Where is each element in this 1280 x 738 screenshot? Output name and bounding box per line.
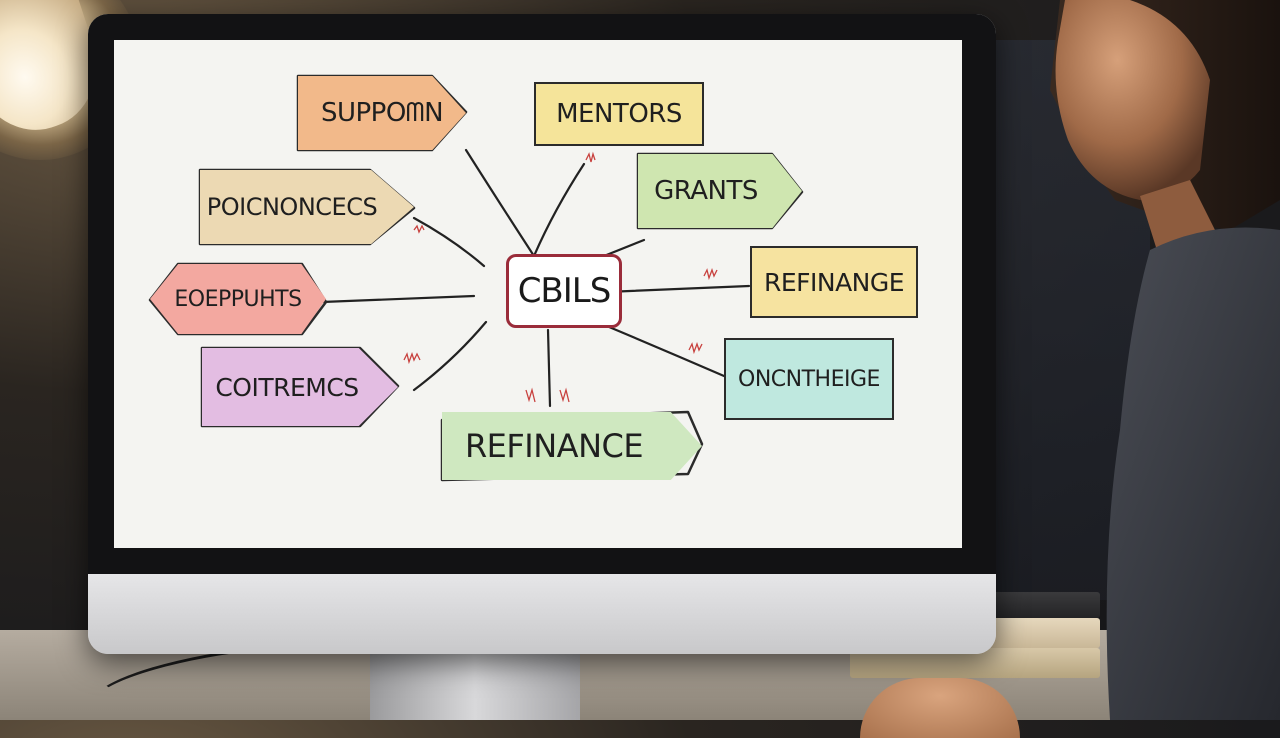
center-label: CBILS (517, 271, 612, 311)
node-grants: GRANTS (638, 154, 802, 228)
connector-line (604, 284, 751, 294)
connector-line (532, 162, 586, 258)
scribble-mark (525, 387, 536, 403)
node-label: MENTORS (556, 99, 682, 129)
node-supporn: SUPPOᗰN (298, 76, 466, 150)
node-refinance: REFINANCE (442, 412, 702, 480)
node-label: ONCNTHEIGE (738, 366, 880, 392)
connector-line (600, 322, 726, 378)
scribble-mark (403, 352, 421, 365)
node-label: REFINANCE (464, 427, 644, 465)
node-label: POICNONCECS (206, 193, 378, 221)
node-eoeppuhts: EOEPPUHTS (150, 264, 326, 334)
node-mentors: MENTORS (534, 82, 704, 146)
connector-line (320, 294, 476, 304)
connector-line (412, 216, 486, 268)
person-silhouette (1050, 0, 1280, 720)
scribble-mark (559, 387, 570, 403)
monitor-screen: SUPPOᗰN MENTORS POICNONCECS GRANTS CBILS… (114, 40, 962, 548)
node-label: SUPPOᗰN (320, 97, 444, 128)
scribble-mark (585, 151, 596, 163)
connector-line (464, 148, 536, 258)
center-node: CBILS (506, 254, 622, 328)
scribble-mark (703, 268, 718, 281)
node-label: EOEPPUHTS (174, 286, 302, 312)
node-label: GRANTS (654, 176, 758, 206)
node-label: COITREMCS (215, 372, 359, 402)
connector-line (546, 328, 552, 408)
node-label: REFINANGE (763, 267, 905, 297)
connector-line (412, 320, 488, 392)
scribble-mark (413, 224, 425, 234)
node-refinange: REFINANGE (750, 246, 918, 318)
monitor: SUPPOᗰN MENTORS POICNONCECS GRANTS CBILS… (88, 14, 996, 654)
node-oncntheige: ONCNTHEIGE (724, 338, 894, 420)
monitor-chin (88, 574, 996, 654)
node-coitremcs: COITREMCS (202, 348, 398, 426)
scribble-mark (688, 342, 703, 355)
node-poicnoncecs: POICNONCECS (200, 170, 414, 244)
